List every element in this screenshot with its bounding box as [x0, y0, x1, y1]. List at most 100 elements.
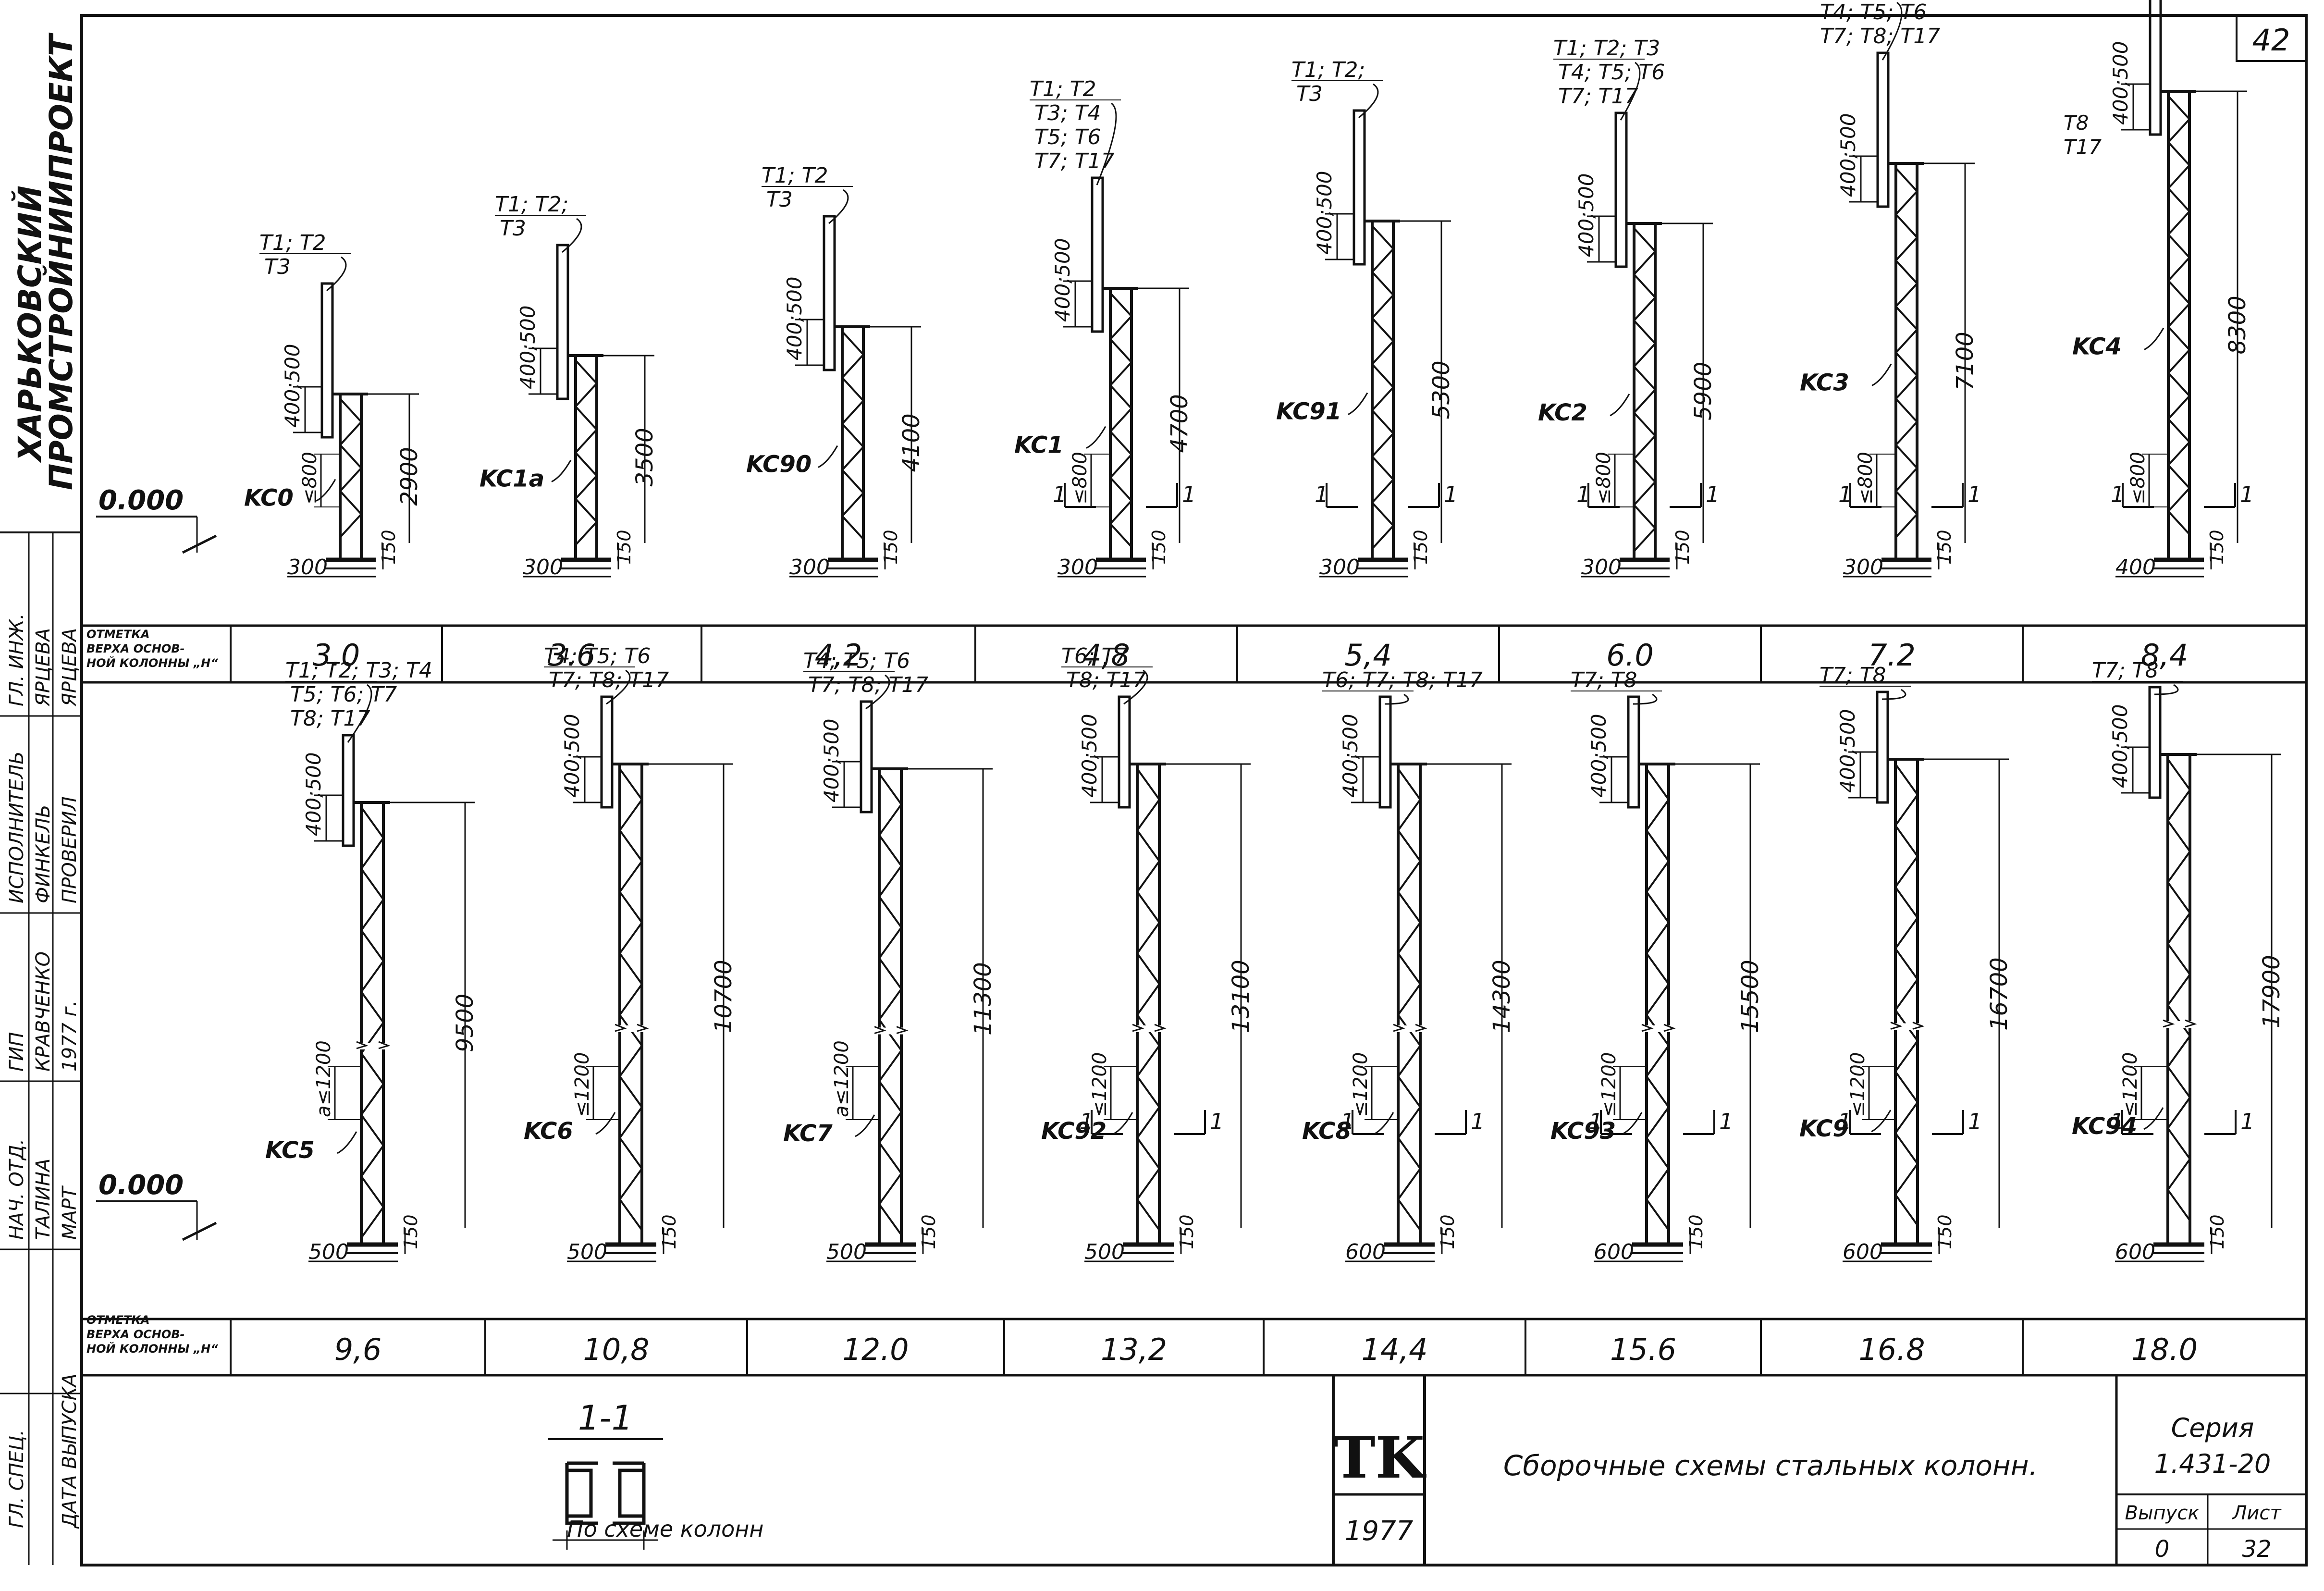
- crane-dimension: 400;500: [1836, 113, 1860, 197]
- base-dimension: 150: [1437, 1214, 1458, 1249]
- column-height: 4700: [1166, 394, 1193, 453]
- channel-right-icon: [613, 1461, 646, 1525]
- section-mark-right: 1: [1706, 481, 1720, 507]
- crane-bracket: [823, 215, 836, 371]
- crane-bracket: [860, 700, 873, 814]
- crane-dimension: 400;500: [783, 277, 806, 360]
- zero-mark-top-label: 0.000: [98, 485, 184, 516]
- panel-dimension: ≤1200: [1089, 1052, 1111, 1117]
- crane-bracket: [2149, 0, 2162, 136]
- load-types-line: T1; T2;: [495, 192, 568, 217]
- stamp-text: НАЧ. ОТД.: [6, 1139, 28, 1240]
- panel-dimension: a≤1200: [831, 1040, 853, 1117]
- elevation-value: 15.6: [1610, 1332, 1676, 1367]
- stamp-text: ЯРЦЕВА: [59, 628, 81, 707]
- crane-dimension: 400;500: [1051, 238, 1074, 322]
- column-width: 400: [2115, 555, 2156, 580]
- stamp-text: ГЛ. СПЕЦ.: [6, 1430, 28, 1528]
- title-block-logo: TK: [1333, 1424, 1427, 1491]
- crane-bracket: [1876, 51, 1890, 208]
- column-width: 300: [1581, 555, 1622, 580]
- side-org-line1: ХАРЬКОВСКИЙ: [12, 185, 49, 463]
- crane-bracket: [600, 695, 614, 809]
- stamp-text: ЯРЦЕВА: [32, 628, 54, 707]
- stamp-text: ГЛ. ИНЖ.: [6, 613, 28, 706]
- load-types-line: T4; T5; T6: [1558, 60, 1665, 85]
- load-types-line: T4; T5; T6: [803, 649, 910, 673]
- panel-dimension: ≤800: [1593, 452, 1615, 505]
- base-dimension: 150: [1176, 1214, 1197, 1249]
- panel-dimension: ≤1200: [1598, 1052, 1620, 1117]
- crane-bracket: [342, 734, 355, 847]
- elevation-value: 16.8: [1858, 1332, 1925, 1367]
- elevation-value: 10,8: [583, 1332, 649, 1367]
- elevation-value: 6.0: [1606, 638, 1654, 673]
- issue-label: Выпуск: [2125, 1502, 2200, 1524]
- panel-dimension: a≤1200: [313, 1040, 335, 1117]
- column-height: 4100: [898, 413, 925, 472]
- column-height: 7100: [1952, 332, 1979, 390]
- column-height: 17900: [2258, 955, 2285, 1028]
- section-mark-right: 1: [1210, 1109, 1224, 1135]
- crane-dimension: 400;500: [1587, 714, 1611, 798]
- load-types-line: T7; T8: [1571, 668, 1637, 692]
- column-height: 14300: [1488, 960, 1515, 1033]
- stamp-text: ТАЛИНА: [32, 1159, 54, 1240]
- elevation-value: 8,4: [2141, 638, 2189, 673]
- load-types-line: T4; T5; T6: [544, 644, 651, 668]
- sheet-number-box: [2236, 14, 2307, 62]
- base-dimension: 150: [1148, 530, 1169, 565]
- stamp-text: ИСПОЛНИТЕЛЬ: [6, 751, 28, 903]
- column-width: 600: [1345, 1240, 1386, 1264]
- sheet-number: 42: [2252, 23, 2290, 58]
- crane-bracket: [556, 244, 569, 400]
- section-detail: 1-1 По схеме колонн: [548, 1398, 763, 1550]
- column-width: 600: [2115, 1240, 2155, 1264]
- load-types-line: T1; T2: [1030, 77, 1096, 101]
- section-note: По схеме колонн: [567, 1516, 763, 1542]
- stamp-text: ДАТА ВЫПУСКА: [59, 1374, 81, 1529]
- base-dimension: 150: [1685, 1214, 1707, 1249]
- column-mark: KC2: [1538, 399, 1587, 426]
- base-dimension: 150: [1672, 530, 1693, 565]
- load-types-line: T3; T4: [1034, 101, 1101, 125]
- panel-dimension: ≤800: [2127, 452, 2149, 505]
- stamp-text: МАРТ: [59, 1185, 81, 1240]
- column-mark: KC7: [783, 1120, 833, 1147]
- load-types-line: T7; T8; T17: [549, 668, 669, 692]
- load-types-line: T1; T2; T3; T4: [285, 658, 432, 683]
- column-mark: KC94: [2072, 1113, 2137, 1140]
- elevation-value: 9,6: [334, 1332, 382, 1367]
- section-mark-right: 1: [2240, 1109, 2254, 1135]
- base-dimension: 150: [659, 1214, 680, 1249]
- crane-dimension: 400;500: [2108, 704, 2132, 788]
- elevation-value: 13,2: [1101, 1332, 1167, 1367]
- elevation-value: 14,4: [1361, 1332, 1427, 1367]
- load-types-line: T7; T17: [1558, 84, 1638, 109]
- column-mark: KC4: [2072, 333, 2122, 360]
- column-mark: KC90: [746, 451, 812, 478]
- zero-mark-top: 0.000: [96, 485, 217, 554]
- crane-dimension: 400;500: [560, 714, 584, 798]
- column-height: 9500: [452, 994, 479, 1052]
- column-height: 2900: [396, 447, 423, 506]
- column-width: 600: [1843, 1240, 1883, 1264]
- load-types-line: T5; T6: [1034, 125, 1101, 149]
- crane-bracket: [1614, 111, 1628, 268]
- crane-dimension: 400;500: [1574, 173, 1598, 257]
- load-types-line: T8; T17: [1066, 668, 1146, 692]
- panel-dimension: ≤800: [1855, 452, 1877, 505]
- load-types-line: T7; T8; T17: [1820, 24, 1940, 49]
- load-types-line: T3: [264, 255, 291, 279]
